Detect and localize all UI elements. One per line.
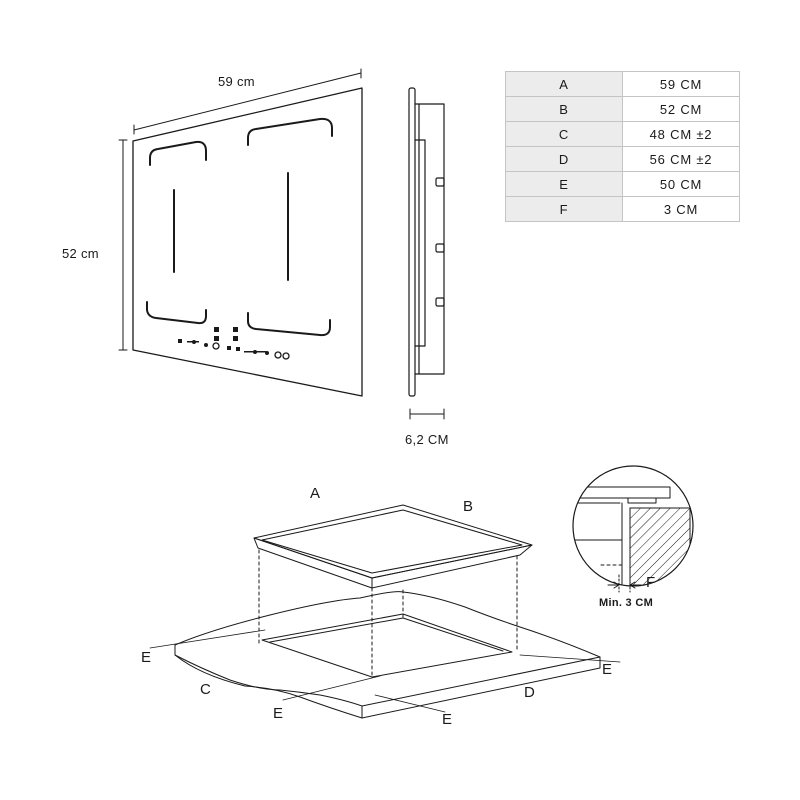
side-glass bbox=[408, 87, 416, 397]
projection-lines bbox=[258, 549, 518, 678]
hob-top bbox=[253, 504, 533, 579]
control-panel bbox=[178, 327, 269, 355]
spec-key: D bbox=[505, 146, 623, 172]
side-clip-3 bbox=[435, 297, 445, 307]
countertop-top bbox=[174, 591, 601, 658]
spec-value: 59 CM bbox=[622, 71, 740, 97]
side-clip-2 bbox=[435, 243, 445, 253]
cooking-zone-left bbox=[149, 140, 207, 166]
width-dimension bbox=[133, 68, 362, 135]
hob-side-view bbox=[408, 87, 445, 397]
depth-dimension bbox=[409, 408, 445, 420]
spec-key: C bbox=[505, 121, 623, 147]
detail-clip bbox=[627, 497, 657, 504]
e-dimension-lines bbox=[149, 629, 621, 713]
countertop-front bbox=[174, 644, 601, 719]
side-body bbox=[414, 103, 445, 375]
label-c: C bbox=[200, 681, 212, 698]
spec-value: 50 CM bbox=[622, 171, 740, 197]
hob-top-view bbox=[132, 87, 363, 397]
spec-value: 52 CM bbox=[622, 96, 740, 122]
height-label: 52 cm bbox=[62, 246, 99, 261]
spec-value: 3 CM bbox=[622, 196, 740, 222]
label-b: B bbox=[463, 498, 474, 515]
side-clip-1 bbox=[435, 177, 445, 187]
height-dimension bbox=[118, 139, 128, 351]
hob-front-left-edge bbox=[253, 537, 373, 589]
depth-label: 6,2 CM bbox=[405, 432, 449, 447]
spec-key: E bbox=[505, 171, 623, 197]
label-e-left: E bbox=[141, 649, 152, 666]
width-label: 59 cm bbox=[218, 74, 255, 89]
installation-view bbox=[149, 504, 621, 719]
spec-key: B bbox=[505, 96, 623, 122]
spec-value: 48 CM ±2 bbox=[622, 121, 740, 147]
detail-magnifier bbox=[572, 465, 694, 593]
label-f: F bbox=[646, 574, 656, 591]
f-dimension-arrows bbox=[607, 574, 642, 593]
cooking-zone-right-bottom bbox=[247, 312, 331, 337]
min-gap-label: Min. 3 CM bbox=[599, 597, 654, 609]
hob-inner bbox=[261, 509, 523, 574]
detail-worktop-hatched bbox=[629, 507, 691, 586]
hob-glass-outline bbox=[132, 87, 363, 397]
detail-glass bbox=[573, 486, 671, 499]
label-e-bottom: E bbox=[442, 711, 453, 728]
cooking-zone-left-bottom bbox=[146, 301, 207, 325]
control-knobs bbox=[212, 342, 290, 360]
spec-key: F bbox=[505, 196, 623, 222]
countertop-cutout bbox=[261, 613, 513, 678]
label-e-front: E bbox=[273, 705, 284, 722]
label-a: A bbox=[310, 485, 321, 502]
label-d: D bbox=[524, 684, 536, 701]
hob-front-right-edge bbox=[371, 544, 533, 589]
spec-key: A bbox=[505, 71, 623, 97]
label-e-right: E bbox=[602, 661, 613, 678]
cooking-zone-right bbox=[247, 117, 333, 146]
spec-value: 56 CM ±2 bbox=[622, 146, 740, 172]
